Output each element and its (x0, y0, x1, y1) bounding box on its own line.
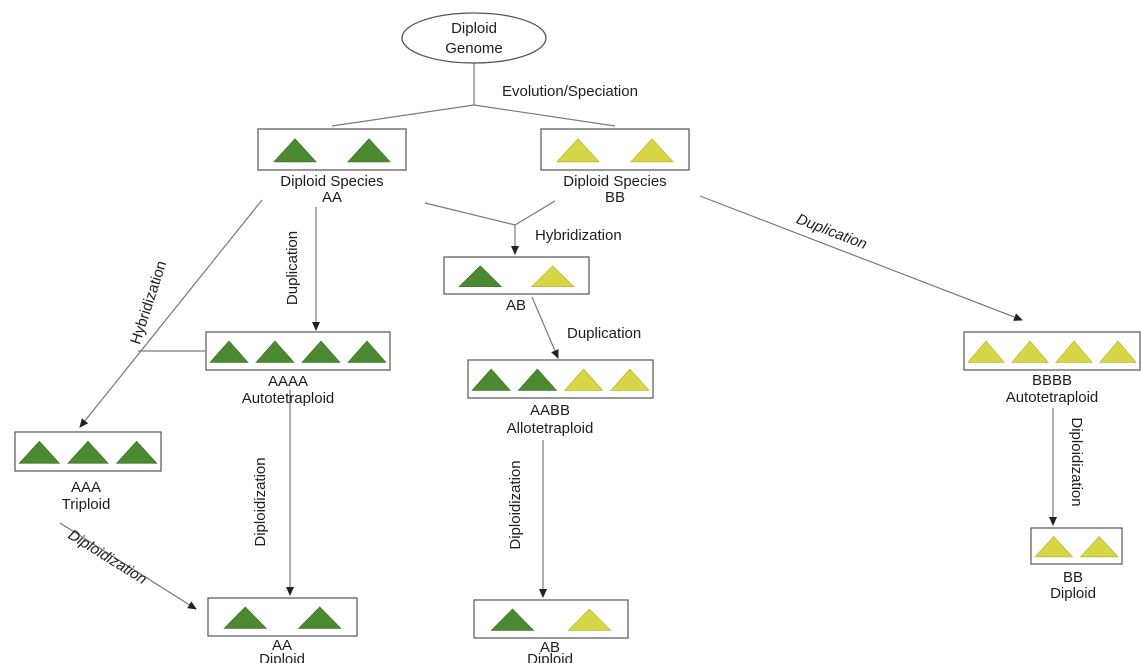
edge-root-to-bb (473, 104, 616, 127)
edge-bb-to-hybrid (514, 200, 556, 226)
node-diploid-bb-final: BB Diploid (1030, 527, 1123, 602)
node-diploid-bb: Diploid Species BB (540, 128, 690, 206)
genome-a-triangle (301, 340, 341, 363)
label-hybrid-ab: AB (506, 297, 526, 314)
box-diploid-bb (540, 128, 690, 171)
label-diploid-ab-final-1: AB (540, 639, 560, 656)
node-diploid-aa: Diploid Species AA (257, 128, 407, 206)
node-hybrid-ab: AB (443, 256, 590, 314)
root-node: Diploid Genome (401, 12, 547, 64)
label-auto-aaaa-2: Autotetraploid (242, 390, 335, 407)
genome-a-triangle (209, 340, 249, 363)
box-diploid-aa-final (207, 597, 358, 637)
genome-a-triangle (458, 265, 503, 288)
genome-b-triangle (530, 265, 575, 288)
genome-b-triangle (567, 608, 612, 631)
genome-a-triangle (517, 368, 558, 391)
edge-aaa-to-aa (59, 522, 197, 610)
genome-a-triangle (115, 440, 158, 464)
box-diploid-ab-final (473, 599, 629, 639)
label-diploid-bb-final-1: BB (1063, 569, 1083, 586)
genome-b-triangle (1079, 536, 1119, 558)
node-diploid-ab-final: AB Diploid (473, 599, 629, 663)
label-allo-aabb-1: AABB (530, 402, 570, 419)
label-auto-bbbb-1: BBBB (1032, 372, 1072, 389)
label-diploid-aa-1: Diploid Species (280, 173, 383, 190)
genome-a-triangle (490, 608, 535, 631)
edge-aa-to-aaa (79, 199, 263, 428)
root-label-line1: Diploid (451, 20, 497, 37)
edge-label-duplication-ab: Duplication (567, 325, 641, 342)
genome-b-triangle (967, 340, 1005, 363)
box-hybrid-ab (443, 256, 590, 295)
edge-label-evolution: Evolution/Speciation (502, 83, 638, 100)
edge-label-diploidization-aaa: Diploidization (65, 526, 150, 588)
genome-a-triangle (471, 368, 511, 391)
genome-b-triangle (630, 138, 674, 163)
genome-a-triangle (223, 606, 268, 629)
label-diploid-aa-2: AA (322, 189, 342, 206)
label-diploid-aa-final-1: AA (272, 637, 292, 654)
label-diploid-bb-1: Diploid Species (563, 173, 666, 190)
genome-b-triangle (1034, 536, 1074, 558)
edge-label-diploidization-aaaa: Diploidization (252, 457, 269, 546)
edge-label-diploidization-bbbb: Diploidization (1068, 417, 1085, 506)
root-label-line2: Genome (445, 40, 503, 57)
label-allo-aabb-2: Allotetraploid (507, 420, 594, 437)
edge-bb-to-bbbb (699, 195, 1023, 321)
edge-aa-to-hybrid (424, 202, 516, 226)
genome-b-triangle (1055, 340, 1093, 363)
genome-b-triangle (556, 138, 600, 163)
genome-a-triangle (18, 440, 61, 464)
edge-label-hybridization-ab: Hybridization (535, 227, 622, 244)
label-diploid-bb-2: BB (605, 189, 625, 206)
node-triploid-aaa: AAA Triploid (14, 431, 162, 513)
genome-b-triangle (1011, 340, 1049, 363)
root-ellipse (401, 12, 547, 64)
genome-a-triangle (297, 606, 342, 629)
genome-b-triangle (1099, 340, 1137, 363)
label-triploid-aaa-1: AAA (71, 479, 101, 496)
label-diploid-ab-final-2: Diploid (527, 651, 573, 663)
label-triploid-aaa-2: Triploid (62, 496, 111, 513)
label-diploid-bb-final-2: Diploid (1050, 585, 1096, 602)
edge-ab-to-aabb (531, 296, 559, 359)
node-auto-aaaa: AAAA Autotetraploid (205, 331, 391, 407)
node-allo-aabb: AABB Allotetraploid (467, 359, 654, 437)
genome-a-triangle (67, 440, 109, 464)
genome-a-triangle (255, 340, 295, 363)
genome-b-triangle (563, 368, 604, 391)
node-auto-bbbb: BBBB Autotetraploid (963, 331, 1141, 406)
box-diploid-aa (257, 128, 407, 171)
node-diploid-aa-final: AA Diploid (207, 597, 358, 663)
label-auto-bbbb-2: Autotetraploid (1006, 389, 1099, 406)
genome-a-triangle (347, 340, 387, 363)
edge-label-diploidization-aabb: Diploidization (507, 460, 524, 549)
edge-root-to-aa (331, 104, 475, 127)
genome-a-triangle (273, 138, 317, 163)
genome-a-triangle (347, 138, 391, 163)
edge-label-hybridization-aaa: Hybridization (127, 259, 170, 347)
label-diploid-aa-final-2: Diploid (259, 651, 305, 663)
edges (59, 63, 1057, 610)
genome-b-triangle (610, 368, 650, 391)
label-auto-aaaa-1: AAAA (268, 373, 308, 390)
edge-label-duplication-aa: Duplication (284, 231, 301, 305)
